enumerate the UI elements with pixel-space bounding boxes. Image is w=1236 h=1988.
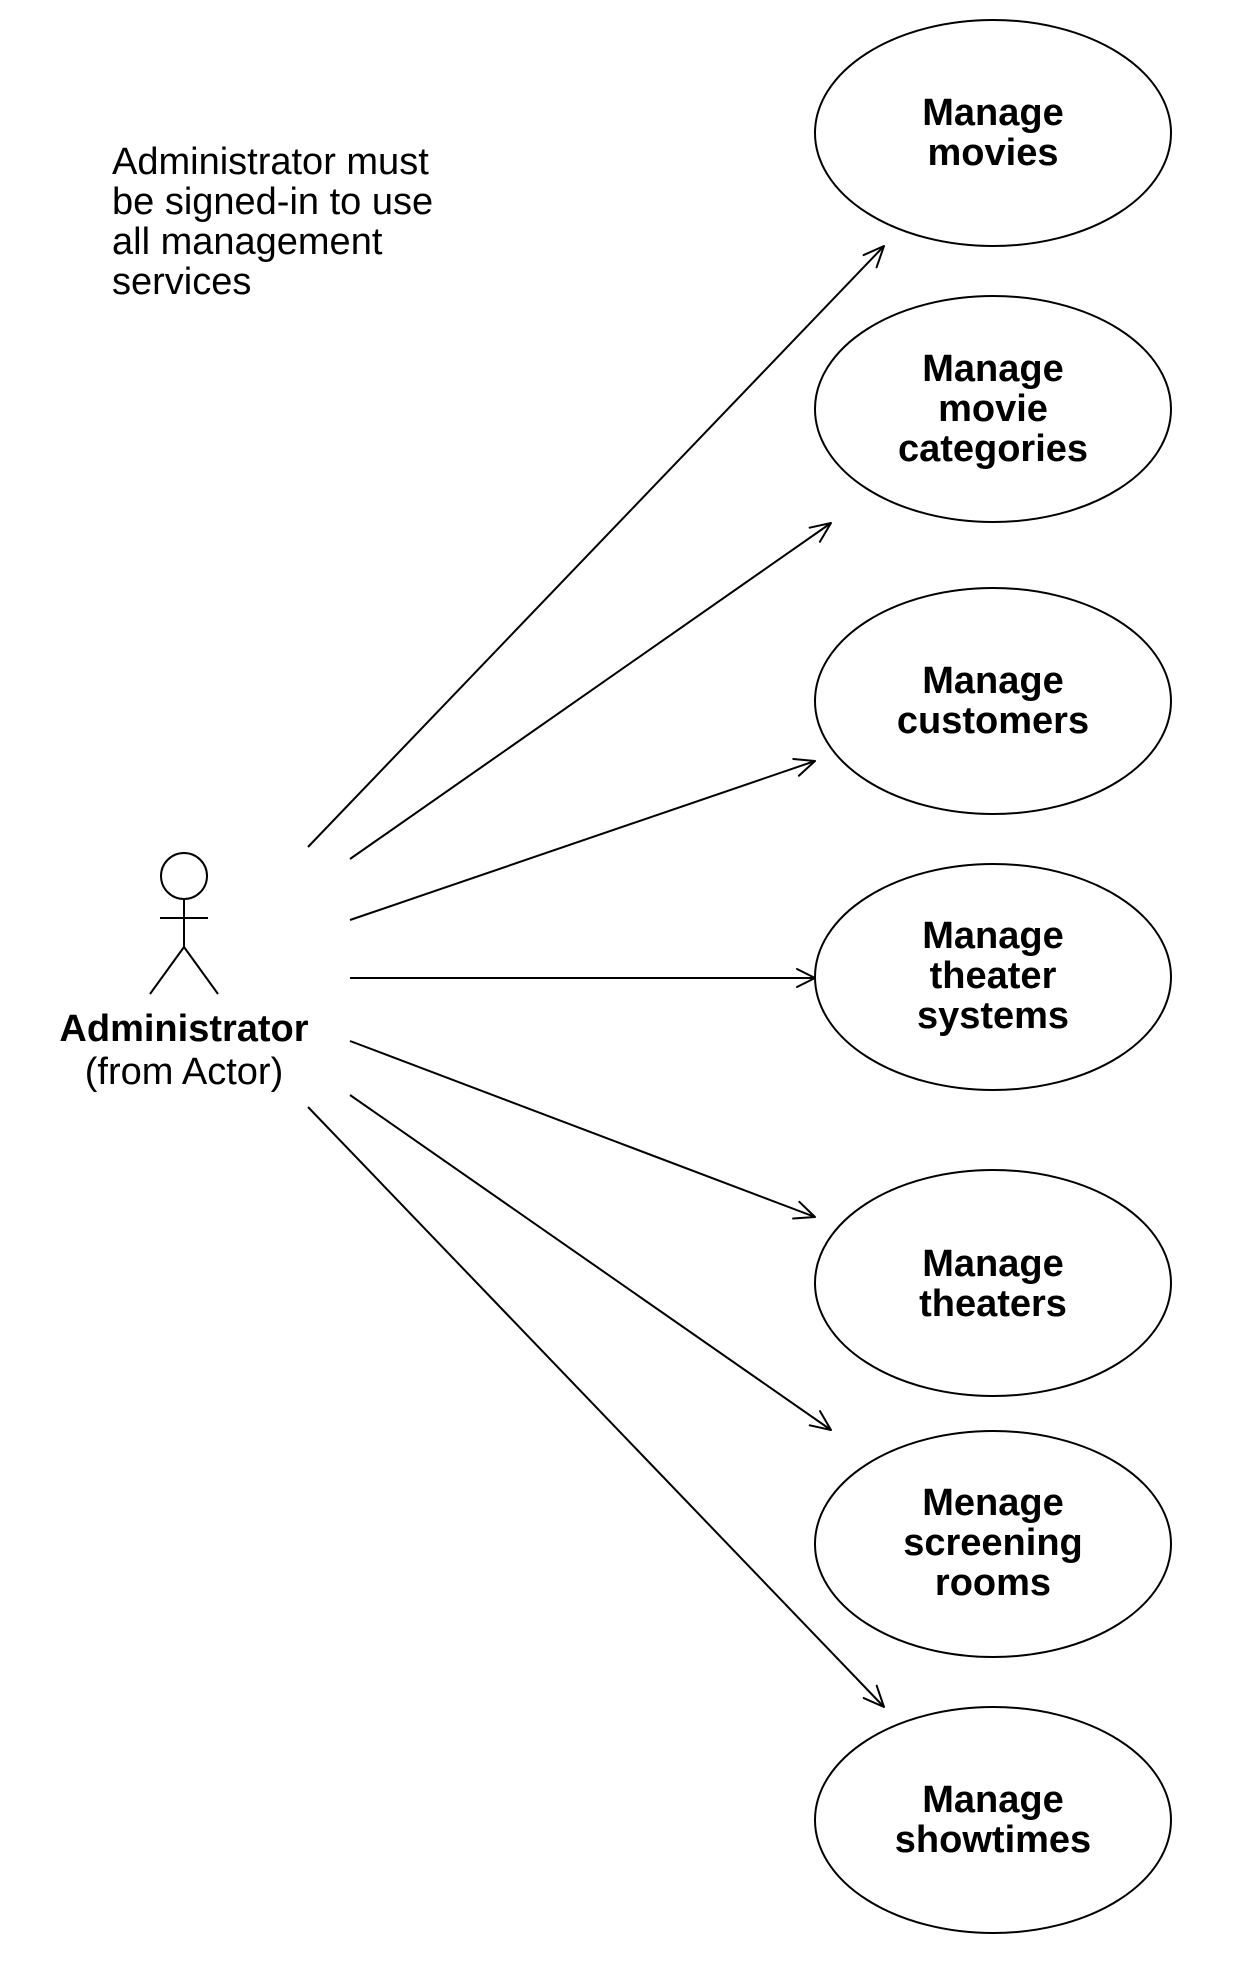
- use-case-label-line-1: Manage: [922, 660, 1063, 702]
- association-manage-movies[interactable]: [307, 245, 885, 848]
- actor-left-leg: [149, 946, 185, 995]
- arrowhead-manage-customers: [792, 758, 816, 777]
- use-case-label-line-2: customers: [897, 700, 1089, 742]
- actor-figure-icon[interactable]: [149, 852, 219, 995]
- use-case-manage-movies[interactable]: Manage movies: [814, 19, 1172, 247]
- note-line-1: Administrator must: [112, 141, 429, 183]
- use-case-manage-theaters[interactable]: Manage theaters: [814, 1169, 1172, 1397]
- use-case-label-line-1: Manage: [922, 1243, 1063, 1285]
- use-case-ellipse: [814, 19, 1172, 247]
- use-case-label-line-1: Menage: [922, 1482, 1063, 1524]
- use-case-label-line-2: showtimes: [895, 1819, 1091, 1861]
- use-case-label-line-1: Manage: [922, 92, 1063, 134]
- use-case-label-line-3: systems: [917, 995, 1069, 1037]
- use-case-label-line-1: Manage: [922, 915, 1063, 957]
- actor-name: Administrator: [59, 1008, 308, 1050]
- use-case-ellipse: [814, 863, 1172, 1091]
- note-line-4: services: [112, 261, 251, 303]
- note: Administrator must be signed-in to use a…: [112, 141, 433, 303]
- use-case-label-line-2: movie: [938, 388, 1048, 430]
- arrowhead-manage-theaters: [792, 1200, 816, 1220]
- actor-right-leg: [183, 946, 219, 995]
- use-case-ellipse: [814, 1169, 1172, 1397]
- use-case-ellipse: [814, 295, 1172, 523]
- association-manage-theaters[interactable]: [349, 1040, 816, 1218]
- note-line-2: be signed-in to use: [112, 181, 433, 223]
- use-case-label-line-1: Manage: [922, 348, 1063, 390]
- use-case-label-line-3: categories: [898, 428, 1088, 470]
- arrowhead-manage-movies: [862, 245, 885, 269]
- association-manage-showtimes[interactable]: [307, 1106, 885, 1708]
- use-case-manage-customers[interactable]: Manage customers: [814, 587, 1172, 815]
- associations: [307, 245, 885, 1708]
- arrowhead-manage-movie-categories: [808, 522, 832, 543]
- use-case-label-line-2: screening: [903, 1522, 1083, 1564]
- arrowhead-menage-screening-rooms: [808, 1410, 832, 1431]
- use-case-manage-movie-categories[interactable]: Manage movie categories: [814, 295, 1172, 523]
- use-case-ellipse: [814, 587, 1172, 815]
- actor-head: [160, 852, 208, 900]
- use-case-menage-screening-rooms[interactable]: Menage screening rooms: [814, 1430, 1172, 1658]
- note-line-3: all management: [112, 221, 383, 263]
- actor-origin: (from Actor): [85, 1051, 283, 1093]
- association-manage-movie-categories[interactable]: [349, 522, 832, 860]
- use-case-label-line-1: Manage: [922, 1779, 1063, 1821]
- use-case-label-line-2: movies: [928, 132, 1059, 174]
- use-case-manage-theater-systems[interactable]: Manage theater systems: [814, 863, 1172, 1091]
- use-case-manage-showtimes[interactable]: Manage showtimes: [814, 1706, 1172, 1934]
- association-manage-customers[interactable]: [349, 760, 816, 921]
- use-case-ellipse: [814, 1430, 1172, 1658]
- association-menage-screening-rooms[interactable]: [349, 1094, 832, 1431]
- use-case-ellipse: [814, 1706, 1172, 1934]
- use-case-label-line-2: theater: [930, 955, 1057, 997]
- arrowhead-manage-showtimes: [862, 1684, 885, 1708]
- use-case-label-line-2: theaters: [919, 1283, 1067, 1325]
- use-case-label-line-3: rooms: [935, 1562, 1051, 1604]
